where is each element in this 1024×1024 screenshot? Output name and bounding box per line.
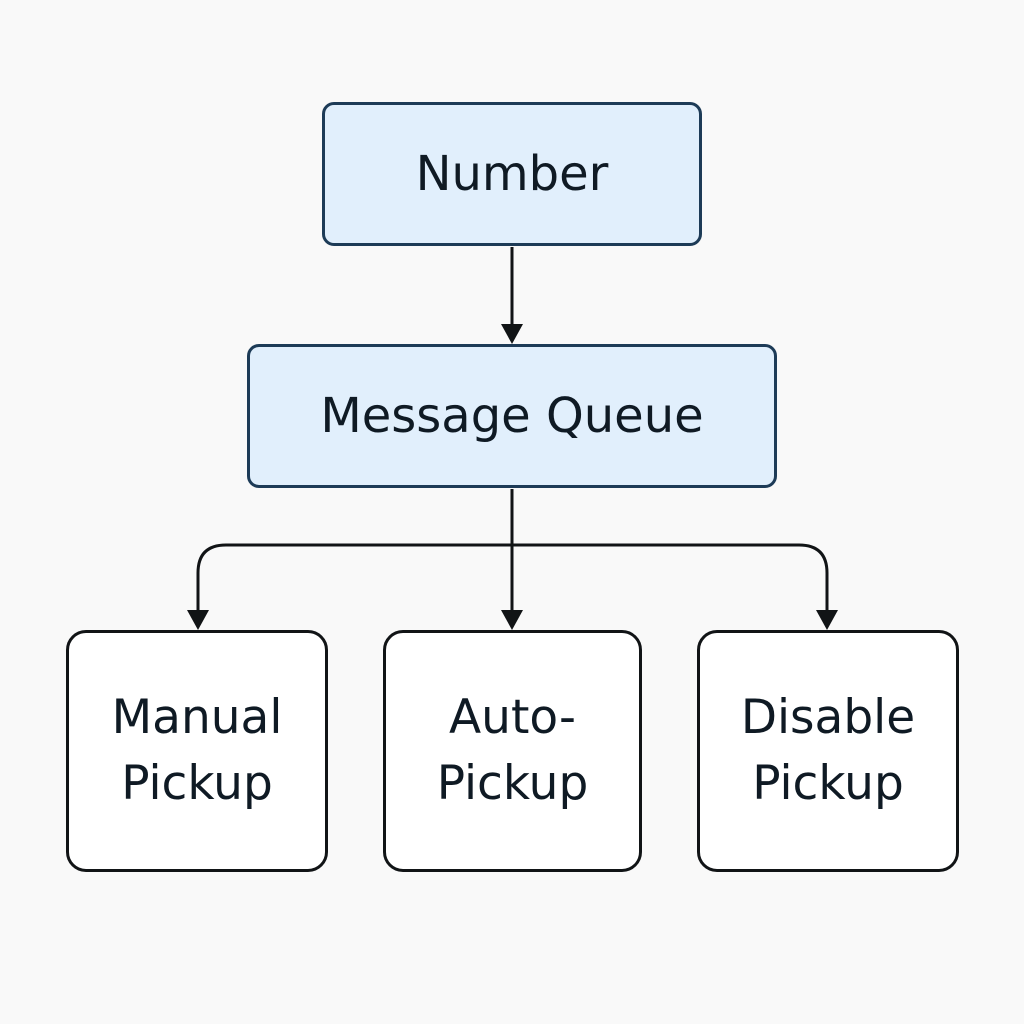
arrowhead-auto <box>501 610 523 630</box>
node-number-label: Number <box>415 146 609 202</box>
node-auto-pickup-label: Auto- Pickup <box>436 690 589 811</box>
arrowhead-disable <box>816 610 838 630</box>
node-message-queue: Message Queue <box>247 344 777 488</box>
node-auto-pickup: Auto- Pickup <box>383 630 642 872</box>
node-number: Number <box>322 102 702 246</box>
arrowhead-queue <box>501 324 523 344</box>
edge-queue-to-disable <box>512 543 829 612</box>
arrowhead-manual <box>187 610 209 630</box>
node-disable-pickup: Disable Pickup <box>697 630 959 872</box>
node-manual-pickup-label: Manual Pickup <box>111 690 283 811</box>
edge-queue-to-manual <box>196 543 512 612</box>
node-message-queue-label: Message Queue <box>320 388 704 444</box>
node-manual-pickup: Manual Pickup <box>66 630 328 872</box>
node-disable-pickup-label: Disable Pickup <box>740 690 916 811</box>
